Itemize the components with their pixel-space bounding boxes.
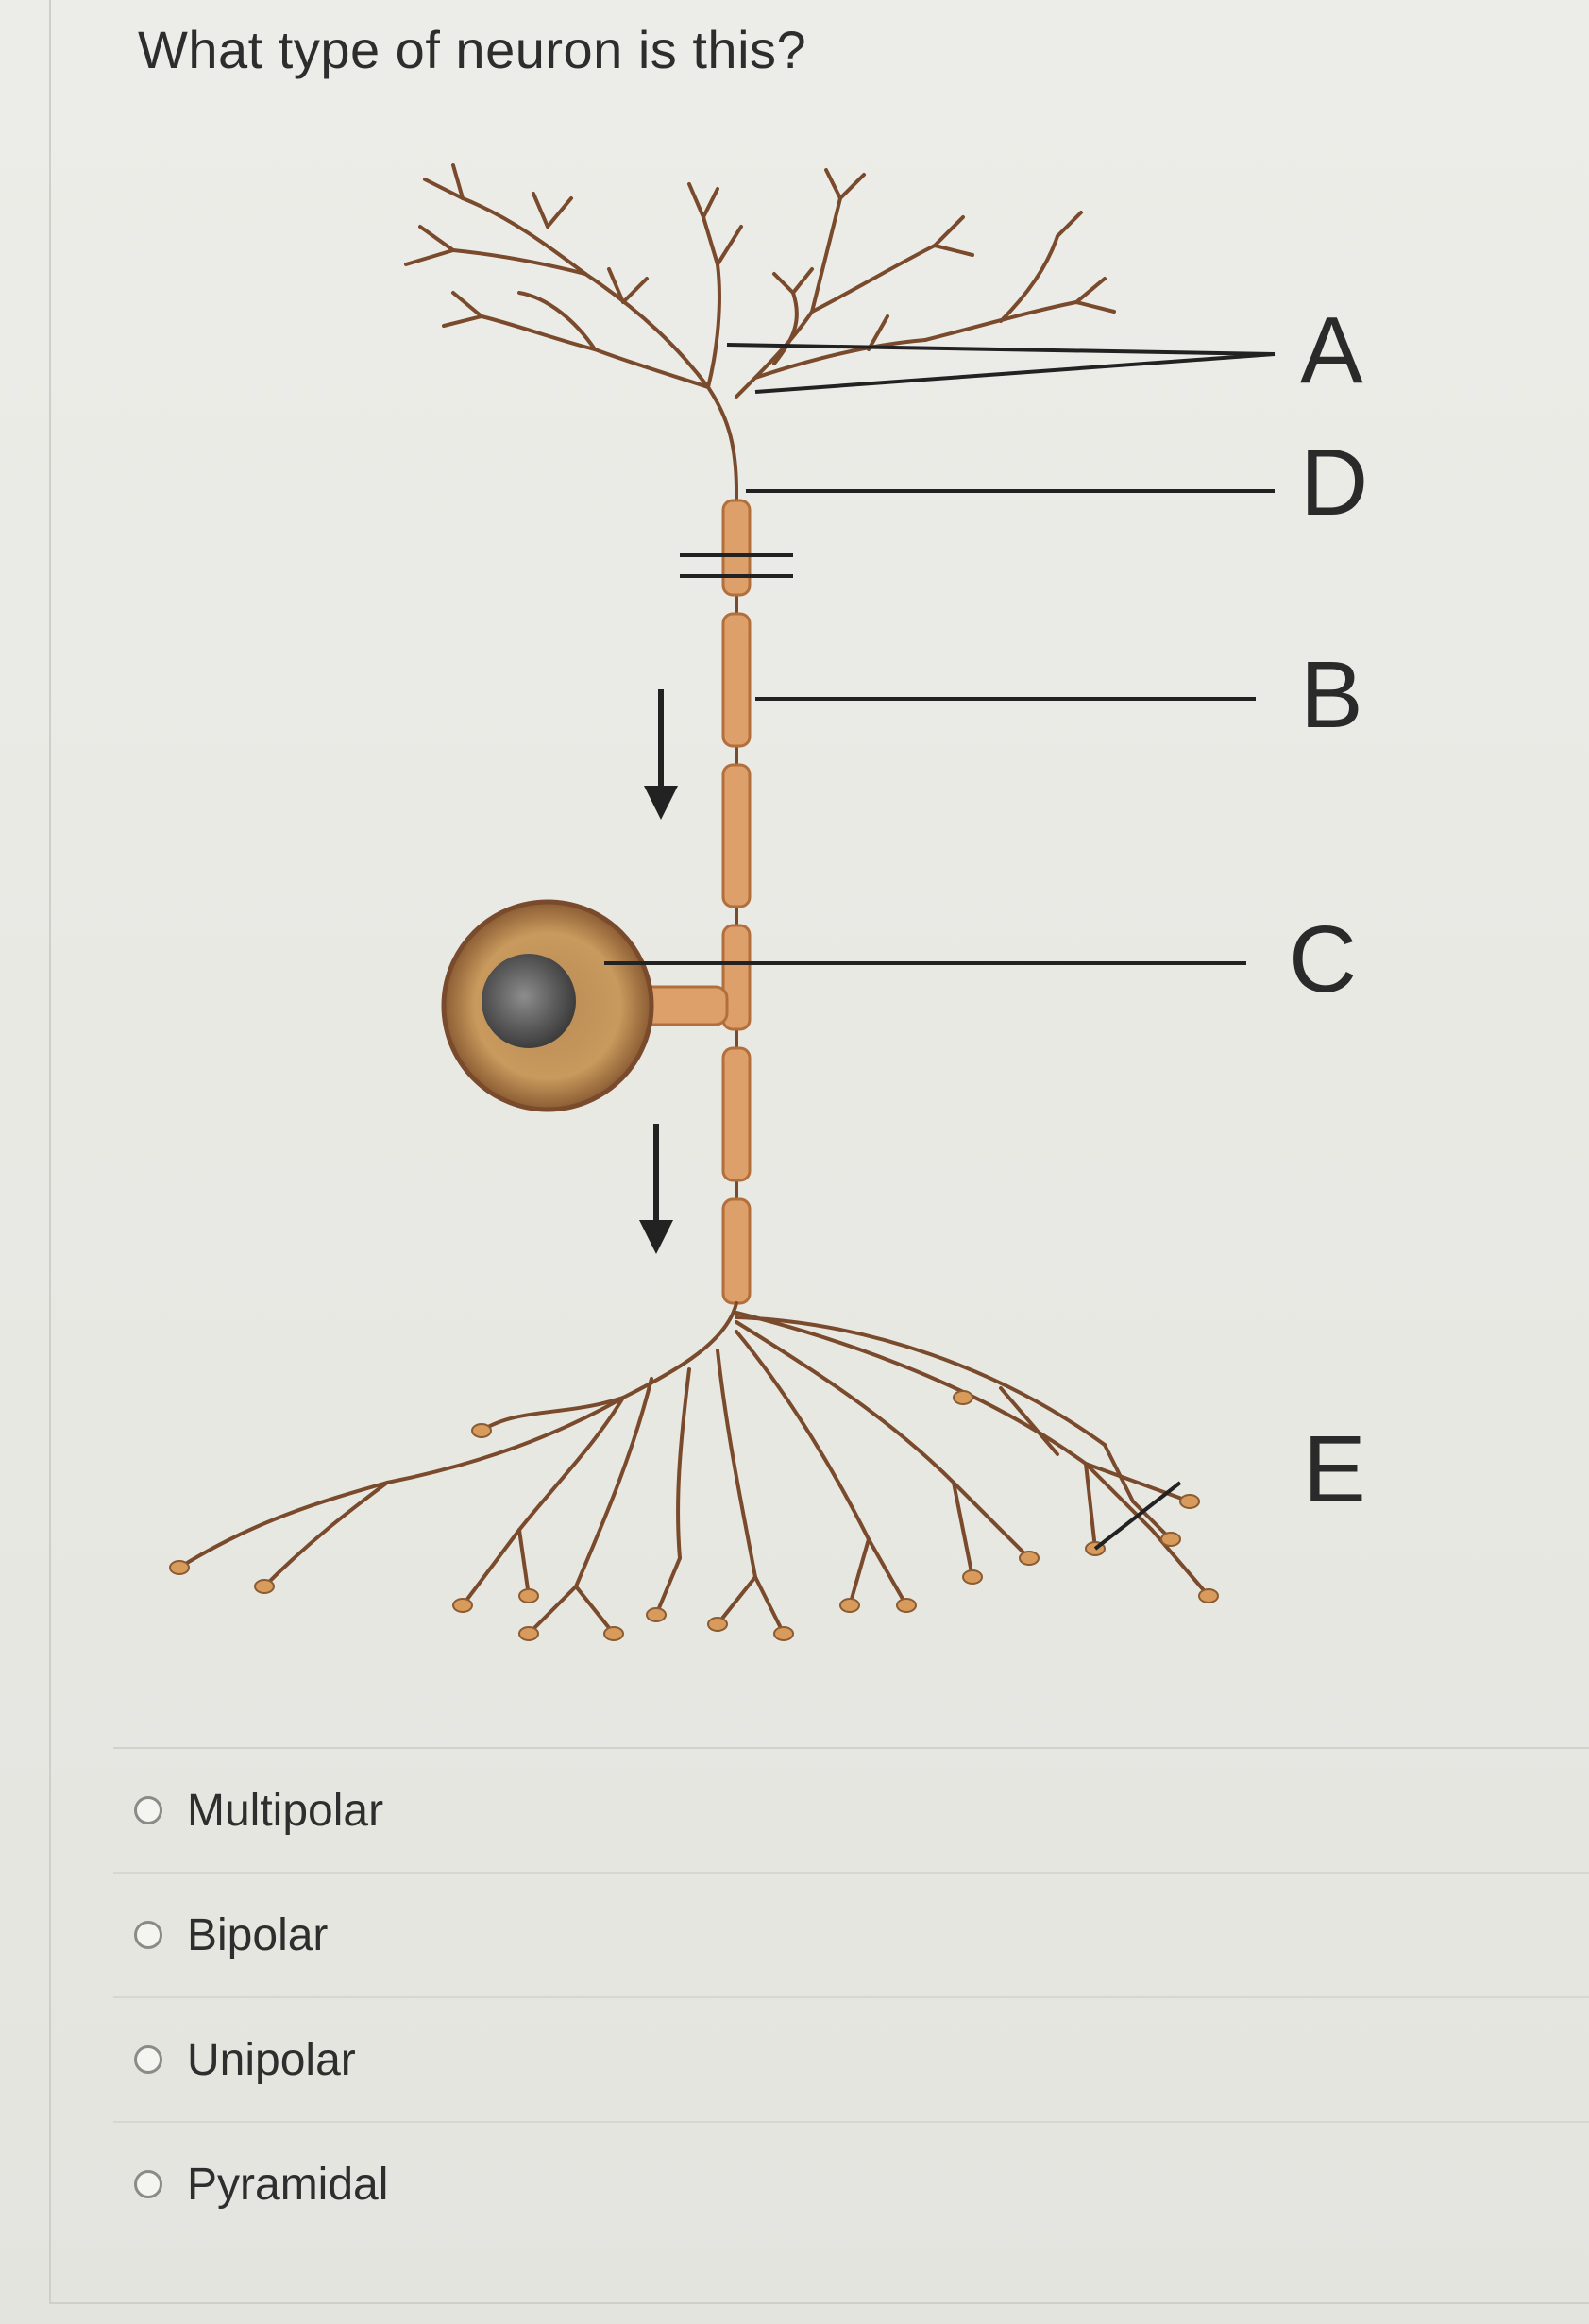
option-unipolar[interactable]: Unipolar bbox=[113, 1996, 1589, 2121]
leader-lines bbox=[604, 343, 1276, 1551]
myelin-segment bbox=[721, 499, 752, 597]
myelin-segment bbox=[721, 1046, 752, 1182]
label-a: A bbox=[1300, 297, 1363, 403]
question-panel bbox=[49, 0, 1589, 2304]
myelin-segment bbox=[721, 763, 752, 908]
question-title: What type of neuron is this? bbox=[138, 20, 807, 79]
myelin-segment bbox=[721, 612, 752, 748]
axon-terminals bbox=[177, 1301, 1210, 1636]
radio-button[interactable] bbox=[134, 1796, 162, 1824]
radio-button[interactable] bbox=[134, 1921, 162, 1949]
structure-labels: A D B C E bbox=[1289, 297, 1368, 1522]
option-bipolar[interactable]: Bipolar bbox=[113, 1872, 1589, 1996]
neuron-diagram-svg: A D B C E bbox=[169, 163, 1368, 1641]
radio-button[interactable] bbox=[134, 2045, 162, 2074]
option-multipolar[interactable]: Multipolar bbox=[113, 1747, 1589, 1872]
label-c: C bbox=[1289, 907, 1357, 1012]
option-label: Pyramidal bbox=[187, 2159, 389, 2210]
cell-body bbox=[441, 899, 729, 1112]
answer-options: Multipolar Bipolar Unipolar Pyramidal bbox=[113, 1747, 1589, 2246]
terminal-boutons bbox=[169, 1390, 1219, 1641]
dendrites bbox=[404, 163, 1116, 493]
myelin-segment bbox=[721, 1197, 752, 1305]
option-label: Multipolar bbox=[187, 1785, 384, 1836]
label-b: B bbox=[1300, 642, 1363, 748]
neuron-diagram: A D B C E bbox=[151, 161, 1435, 1671]
signal-direction-arrows bbox=[639, 689, 678, 1254]
nucleus bbox=[482, 954, 576, 1048]
label-e: E bbox=[1303, 1416, 1366, 1522]
option-pyramidal[interactable]: Pyramidal bbox=[113, 2121, 1589, 2246]
label-d: D bbox=[1300, 430, 1368, 535]
radio-button[interactable] bbox=[134, 2170, 162, 2198]
axon bbox=[680, 491, 793, 1305]
myelin-segment bbox=[721, 924, 752, 1031]
option-label: Unipolar bbox=[187, 2034, 356, 2085]
option-label: Bipolar bbox=[187, 1909, 329, 1960]
